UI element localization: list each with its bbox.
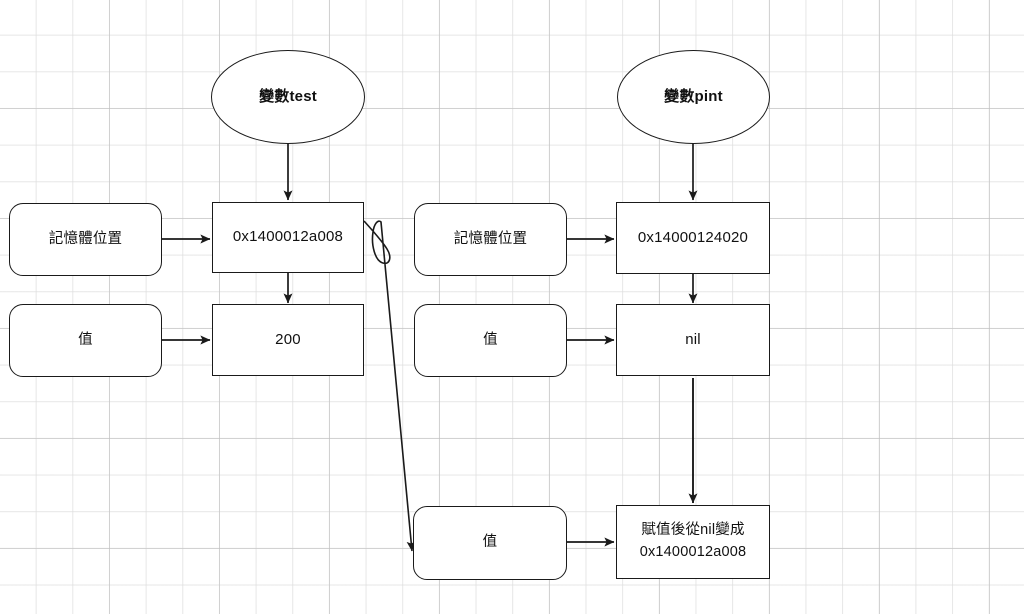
label-box-memory-location-pint[interactable]: 記憶體位置 xyxy=(414,203,567,276)
value-box-pint-value-label: nil xyxy=(685,330,701,348)
label-box-memory-location-pint-label: 記憶體位置 xyxy=(453,230,528,247)
value-box-test-address-label: 0x1400012a008 xyxy=(232,228,344,246)
ellipse-variable-pint[interactable]: 變數pint xyxy=(617,50,770,144)
label-box-value-test-label: 值 xyxy=(78,331,93,348)
ellipse-variable-pint-label: 變數pint xyxy=(664,87,723,105)
value-box-pint-assigned-value-label: 賦值後從nil變成 0x1400012a008 xyxy=(639,522,747,560)
label-box-memory-location-test[interactable]: 記憶體位置 xyxy=(9,203,162,276)
ellipse-variable-test[interactable]: 變數test xyxy=(211,50,365,144)
value-box-pint-address[interactable]: 0x14000124020 xyxy=(616,202,770,274)
value-box-pint-address-label: 0x14000124020 xyxy=(637,228,749,246)
value-box-test-address[interactable]: 0x1400012a008 xyxy=(212,202,364,273)
label-box-value-test[interactable]: 值 xyxy=(9,304,162,377)
label-box-value-pint-label: 值 xyxy=(483,331,498,348)
ellipse-variable-test-label: 變數test xyxy=(259,87,317,105)
label-box-value-pint[interactable]: 值 xyxy=(414,304,567,377)
label-box-memory-location-test-label: 記憶體位置 xyxy=(48,230,123,247)
value-box-test-value[interactable]: 200 xyxy=(212,304,364,376)
value-box-test-value-label: 200 xyxy=(275,330,301,348)
label-box-value-pint-assigned[interactable]: 值 xyxy=(413,506,567,580)
label-box-value-pint-assigned-label: 值 xyxy=(482,534,498,551)
value-box-pint-value[interactable]: nil xyxy=(616,304,770,376)
value-box-pint-assigned-value[interactable]: 賦值後從nil變成 0x1400012a008 xyxy=(616,505,770,579)
edge-test-address-to-assigned-value-label xyxy=(363,220,416,552)
